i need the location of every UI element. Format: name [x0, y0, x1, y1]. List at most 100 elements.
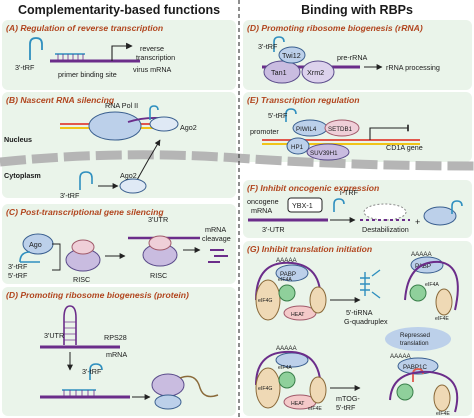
eif4e-label-2: eIF4E: [435, 316, 449, 322]
eif4g-label-3: eIF4G: [258, 386, 272, 392]
eif4a-shape-2: [409, 284, 427, 302]
piwil4-label: PIWIL4: [296, 126, 317, 133]
primer-binding-label: primer binding site: [58, 70, 117, 79]
twi12-shape: [278, 46, 306, 64]
pabp1c-shape-2: [397, 357, 439, 375]
eif4a-shape-1: [278, 284, 296, 302]
cleavage-fragments: [208, 249, 228, 263]
ago-label: Ago: [29, 240, 42, 249]
rrna-proc-label: rRNA processing: [386, 63, 440, 72]
destab-label: Destabilization: [362, 225, 409, 234]
xrm2-shape: [301, 60, 335, 84]
repressed-label-1: Repressed: [400, 332, 430, 339]
base-ticks-a: [57, 54, 84, 60]
ribosome-large: [151, 373, 185, 397]
risc2-cap: [148, 235, 172, 251]
hairpin-rungs: [64, 321, 76, 341]
risc-bracket: [52, 243, 61, 271]
risc2-label: RISC: [150, 271, 167, 280]
tirna-label-2: G-quadruplex: [344, 317, 388, 326]
panel-b-bg: [2, 92, 236, 198]
risc1-label: RISC: [73, 275, 90, 284]
import-arrow: [136, 139, 161, 181]
pre-rrna-label: pre-rRNA: [337, 53, 368, 62]
rps28-label: RPS28: [104, 333, 127, 342]
trf-hairpin-e: [285, 108, 297, 122]
trf-label-b: 3'-tRF: [60, 191, 80, 200]
itrf-complex: [451, 200, 463, 214]
tan1-shape: [263, 60, 301, 84]
virus-mrna-label: virus mRNA: [133, 65, 172, 74]
ybx1-label: YBX-1: [292, 201, 313, 210]
suv39h1-label: SUV39H1: [310, 150, 338, 157]
aaaaa-label-4: AAAAA: [390, 353, 412, 360]
panel-c-bg: [2, 204, 236, 284]
section-c: (C) Post-transcriptional gene silencing …: [6, 207, 231, 284]
pabp-shape-1: [275, 264, 309, 282]
trf-label-dr: 3'-tRF: [258, 42, 278, 51]
eif4e-label-3: eIF4E: [308, 406, 322, 412]
eif4e-shape-3: [309, 376, 327, 404]
section-d-title: (D) Promoting ribosome biogenesis (prote…: [6, 290, 189, 300]
trf3-label-c: 3'-tRF: [8, 262, 28, 271]
hp1-shape: [286, 137, 310, 155]
ribosome-small: [154, 394, 182, 410]
section-f-title: (F) Inhibit oncogenic expression: [247, 183, 379, 193]
eif4a-label-3: eIF4A: [278, 365, 292, 371]
panel-a-bg: [2, 20, 236, 90]
mrna-loop-4: [389, 370, 459, 413]
repression-arrow: [369, 124, 409, 140]
itrf-hairpin-f: [333, 198, 345, 212]
tan1-label: Tan1: [271, 68, 287, 77]
cleavage-label-c: cleavage: [202, 234, 231, 243]
ago2-cyto-label: Ago2: [120, 171, 137, 180]
section-c-title: (C) Post-transcriptional gene silencing: [6, 207, 164, 217]
eif4e-shape-4: [433, 384, 451, 412]
aaaaa-label-3: AAAAA: [276, 345, 298, 352]
pol2-label: RNA Pol II: [105, 101, 138, 110]
eif4a-shape-4: [396, 383, 414, 401]
rt-arrow: [111, 42, 133, 61]
eif4e-shape-1: [309, 286, 327, 314]
nucleus-label: Nucleus: [4, 135, 32, 144]
trf5-label-c: 5'-tRF: [8, 271, 28, 280]
twi12-label: Twi12: [282, 51, 301, 60]
rt-label-2: transcription: [136, 53, 175, 62]
eif4a-label-1: eIF4A: [278, 277, 292, 283]
mrna-loop-2: [404, 260, 459, 311]
mtog-label-2: 5'-tRF: [336, 403, 356, 412]
section-a: (A) Regulation of reverse transcription …: [6, 23, 175, 79]
utr-label-d: 3'UTR: [44, 331, 64, 340]
trf-hairpin-d: [89, 363, 103, 380]
nuclear-membrane: [0, 150, 474, 171]
hp1-label: HP1: [291, 144, 304, 151]
itrf-label: i-TRF: [340, 188, 359, 197]
eif4a-label-2: eIF4A: [425, 282, 439, 288]
utr-label-c: 3'UTR: [148, 215, 168, 224]
xrm2-label: Xrm2: [307, 68, 324, 77]
ago2-nucleus-shape: [149, 116, 179, 132]
ago2-cyto-shape: [119, 178, 147, 194]
section-g: (G) Inhibit translation initiation AAAAA…: [247, 244, 459, 417]
aaaaa-label-1: AAAAA: [276, 257, 298, 264]
rps28-hairpin: [63, 305, 77, 345]
trf-hairpin-b-cyto: [79, 171, 93, 190]
trf-c-strand: [19, 251, 40, 263]
mtog-label-1: mTOG-: [336, 394, 360, 403]
eif4e-shape-2: [435, 288, 453, 316]
trf-hairpin-a: [29, 37, 43, 60]
plus-sign: +: [415, 217, 420, 227]
rt-label-1: reverse: [140, 44, 164, 53]
ybx1-shape: [287, 197, 323, 213]
cd1a-label: CD1A gene: [386, 143, 423, 152]
eif4g-shape-1: [255, 279, 281, 321]
tirna-label-1: 5'-tiRNA: [346, 308, 373, 317]
section-a-title: (A) Regulation of reverse transcription: [6, 23, 163, 33]
base-ticks-d: [63, 390, 95, 396]
trf-label-e: 5'-tRF: [268, 111, 288, 120]
g-quadruplex-icon: [360, 269, 381, 299]
heat-label-3: HEAT: [291, 401, 305, 407]
section-b-title: (B) Nascent RNA silencing: [6, 95, 115, 105]
utr-label-f: 3'-UTR: [262, 225, 285, 234]
